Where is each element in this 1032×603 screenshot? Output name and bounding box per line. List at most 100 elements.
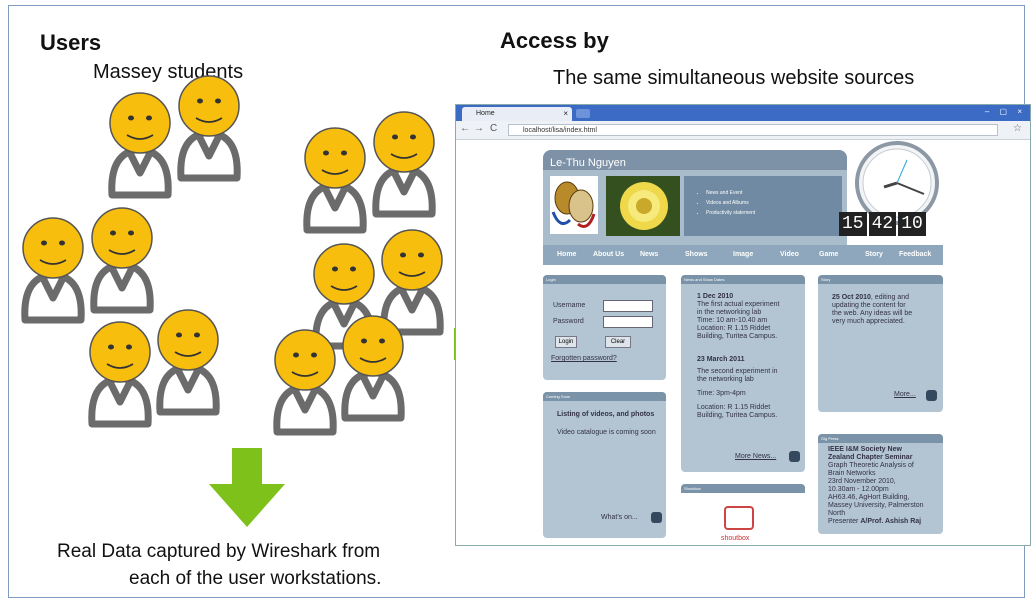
username-field[interactable] <box>603 300 653 312</box>
new-tab-button[interactable] <box>576 109 590 118</box>
presenter-name: A/Prof. Ashish Raj <box>860 518 922 525</box>
news-panel: News and Show Dates 1 Dec 2010 The first… <box>681 275 805 472</box>
event-text: 10.30am - 12.00pm <box>828 486 889 493</box>
event-presenter: Presenter A/Prof. Ashish Raj <box>828 517 921 526</box>
flower-image <box>606 176 680 236</box>
shoutbox-panel: Shoutbox <box>681 484 805 493</box>
event-text: AH63.46, AgHort Building, <box>828 494 910 501</box>
coming-soon-title: Coming Soon <box>543 392 666 401</box>
tab-bar: Home × – ▢ × <box>456 105 1030 121</box>
shoutbox-icon[interactable] <box>724 506 754 530</box>
nav-shows[interactable]: Shows <box>685 251 708 258</box>
more-arrow-icon[interactable] <box>789 451 800 462</box>
clock-hours: 15 <box>839 212 867 236</box>
presenter-label: Presenter <box>828 518 859 525</box>
events-panel: Gig Press IEEE I&M Society New Zealand C… <box>818 434 943 534</box>
story-panel-title: Story <box>818 275 943 284</box>
site-header-bar <box>543 150 847 170</box>
site-name: Le-Thu Nguyen <box>550 157 626 169</box>
news-text: Location: R 1.15 Riddet <box>697 325 771 332</box>
header-menu-item[interactable]: Productivity statement <box>706 208 842 218</box>
more-news-link[interactable]: More News... <box>735 453 777 460</box>
news-text: Building, Turitea Campus. <box>697 333 778 340</box>
caption-line-2: each of the user workstations. <box>129 568 382 589</box>
clock-seconds: 10 <box>898 212 926 236</box>
event-text: Massey University, Palmerston <box>828 502 924 509</box>
nav-feedback[interactable]: Feedback <box>899 251 932 258</box>
news-date-2: 23 March 2011 <box>697 356 745 363</box>
event-text: Graph Theoretic Analysis of <box>828 462 914 469</box>
story-date: 25 Oct 2010 <box>832 294 871 301</box>
nav-game[interactable]: Game <box>819 251 839 258</box>
student-icon <box>90 322 150 424</box>
theatre-masks-image <box>550 176 598 234</box>
news-panel-title: News and Show Dates <box>681 275 805 284</box>
reload-icon[interactable]: C <box>490 123 498 134</box>
nav-story[interactable]: Story <box>865 251 883 258</box>
whats-on-link[interactable]: What's on... <box>601 514 638 521</box>
nav-about-us[interactable]: About Us <box>593 251 625 258</box>
window-controls[interactable]: – ▢ × <box>984 107 1026 116</box>
shoutbox-title: Shoutbox <box>681 484 805 493</box>
login-button[interactable]: Login <box>555 336 577 348</box>
access-subtitle: The same simultaneous website sources <box>553 67 915 89</box>
news-text: Building, Turitea Campus. <box>697 412 778 419</box>
clock-minutes: 42 <box>868 212 897 236</box>
news-text: The first actual experiment <box>697 301 780 308</box>
student-icon <box>305 128 365 230</box>
event-title: IEEE I&M Society New <box>828 446 902 453</box>
users-heading: Users <box>40 30 102 55</box>
news-text: in the networking lab <box>697 309 762 316</box>
events-panel-title: Gig Press <box>818 434 943 443</box>
login-panel: Login Username Password Login Clear Forg… <box>543 275 666 380</box>
shoutbox-label[interactable]: shoutbox <box>721 535 750 542</box>
browser-window: Home × – ▢ × ← → C localhost/lisa/index.… <box>455 104 1031 546</box>
story-text: very much appreciated. <box>832 318 905 325</box>
news-text: Time: 10 am-10.40 am <box>697 317 768 324</box>
address-bar[interactable]: localhost/lisa/index.html <box>508 124 998 136</box>
news-text: The second experiment in <box>697 368 778 375</box>
event-text: Brain Networks <box>828 470 876 477</box>
web-page: Le-Thu Nguyen News and Event Videos and … <box>456 140 1030 545</box>
story-text-a: , editing and <box>870 294 910 301</box>
news-text: Time: 3pm-4pm <box>697 390 746 397</box>
nav-news[interactable]: News <box>640 251 659 258</box>
caption-line-1: Real Data captured by Wireshark from <box>57 541 381 562</box>
nav-home[interactable]: Home <box>557 251 577 258</box>
header-menu-item[interactable]: Videos and Albums <box>706 198 842 208</box>
password-field[interactable] <box>603 316 653 328</box>
forgot-password-link[interactable]: Forgotten password? <box>551 355 617 362</box>
browser-toolbar: ← → C localhost/lisa/index.html ☆ <box>456 121 1030 140</box>
coming-soon-heading: Listing of videos, and photos <box>557 411 655 418</box>
back-icon[interactable]: ← <box>460 123 470 134</box>
student-icon <box>179 76 239 178</box>
coming-soon-text: Video catalogue is coming soon <box>557 429 656 436</box>
student-icon <box>382 230 442 332</box>
close-icon[interactable]: × <box>563 109 568 118</box>
coming-soon-panel: Coming Soon Listing of videos, and photo… <box>543 392 666 538</box>
nav-image[interactable]: Image <box>733 251 754 258</box>
student-icon <box>343 316 403 418</box>
nav-video[interactable]: Video <box>780 251 799 258</box>
bookmark-star-icon[interactable]: ☆ <box>1013 123 1022 134</box>
password-label: Password <box>553 318 584 325</box>
forward-icon[interactable]: → <box>474 123 484 134</box>
story-text: updating the content for <box>832 302 906 309</box>
header-menu-item[interactable]: News and Event <box>706 188 842 198</box>
more-arrow-icon[interactable] <box>651 512 662 523</box>
student-icon <box>92 208 152 310</box>
tab-label: Home <box>476 110 495 117</box>
story-text: 25 Oct 2010, editing and <box>832 293 909 302</box>
header-menu: News and Event Videos and Albums Product… <box>684 176 842 236</box>
site-nav: Home About Us News Shows Image Video Gam… <box>543 245 943 265</box>
login-panel-title: Login <box>543 275 666 284</box>
news-text: Location: R 1.15 Riddet <box>697 404 771 411</box>
clear-button[interactable]: Clear <box>605 336 631 348</box>
news-text: the networking lab <box>697 376 754 383</box>
browser-tab[interactable]: Home × <box>462 107 572 121</box>
username-label: Username <box>553 302 586 309</box>
more-arrow-icon[interactable] <box>926 390 937 401</box>
student-icon <box>23 218 83 320</box>
story-more-link[interactable]: More... <box>894 391 916 398</box>
